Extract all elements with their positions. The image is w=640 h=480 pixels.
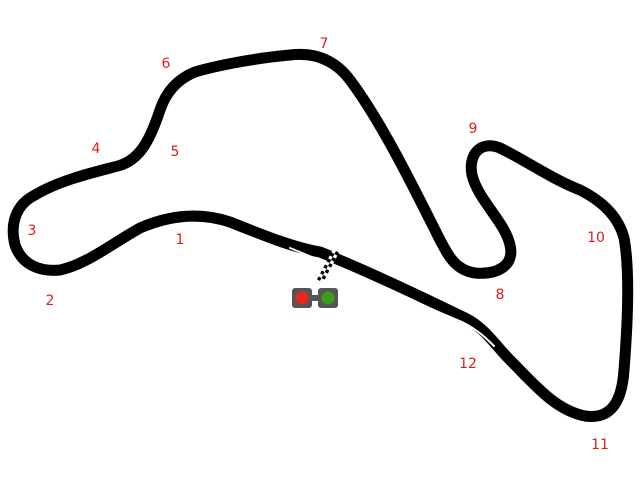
checker-square	[321, 275, 327, 280]
turn-label-6: 6	[162, 56, 171, 72]
turn-label-2: 2	[46, 293, 55, 309]
turn-label-10: 10	[587, 230, 605, 246]
checker-square	[326, 258, 332, 263]
start-light-connector	[310, 295, 320, 301]
checker-square	[320, 270, 325, 276]
turn-label-1: 1	[176, 232, 185, 248]
turn-label-4: 4	[92, 141, 101, 157]
checker-square	[324, 261, 330, 266]
turn-label-12: 12	[459, 356, 477, 372]
red-light-icon	[295, 291, 309, 305]
checker-square	[329, 259, 335, 265]
start-light	[292, 288, 338, 308]
checker-square	[323, 264, 328, 270]
checker-square	[326, 266, 332, 271]
checker-square	[329, 252, 335, 257]
start-finish-line	[317, 249, 339, 283]
checker-square	[334, 250, 339, 256]
checker-square	[317, 276, 322, 282]
green-light-icon	[321, 291, 335, 305]
checker-square	[328, 262, 333, 268]
turn-labels: 1 2 3 4 5 6 7 8 9 10 11 12	[28, 36, 609, 453]
turn-label-7: 7	[320, 36, 329, 52]
checker-square	[324, 269, 330, 274]
turn-label-8: 8	[496, 287, 505, 303]
checker-square	[328, 255, 333, 260]
track-outline	[7, 48, 634, 422]
checker-square	[321, 267, 327, 273]
checker-square	[318, 273, 324, 279]
turn-label-11: 11	[591, 437, 609, 453]
turn-label-9: 9	[469, 121, 478, 137]
checker-square	[331, 256, 336, 262]
turn-label-3: 3	[28, 223, 37, 239]
turn-label-5: 5	[171, 144, 180, 160]
checker-square	[323, 272, 328, 277]
checker-square	[331, 249, 336, 254]
checker-square	[320, 278, 325, 283]
checker-square	[332, 253, 338, 259]
